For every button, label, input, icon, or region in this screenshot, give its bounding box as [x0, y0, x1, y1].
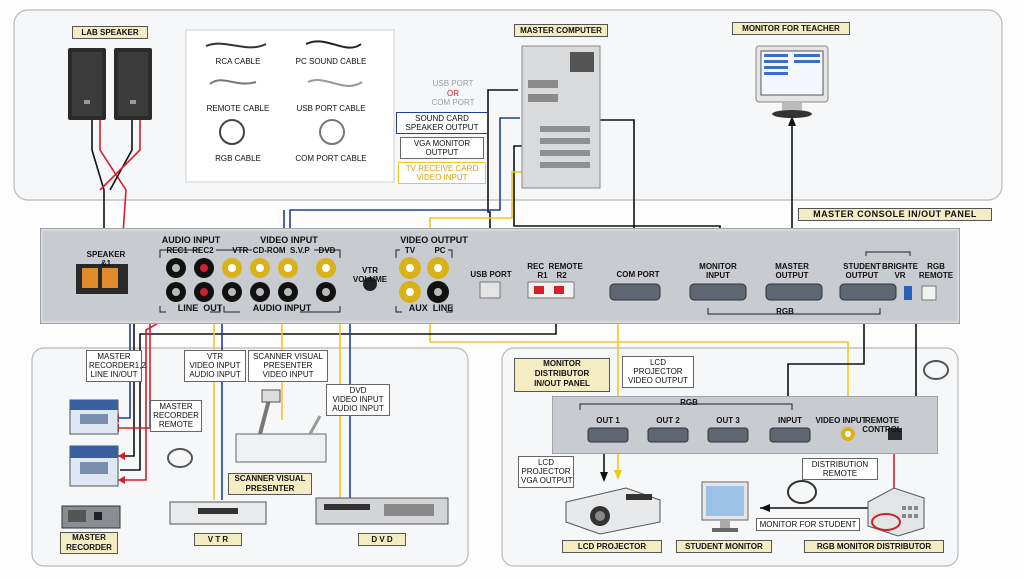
recorder-2-icon [69, 445, 119, 487]
recorder-1-icon [69, 399, 119, 435]
rgb-monitor-distributor-icon [867, 487, 925, 537]
console-student-output: STUDENT OUTPUT [843, 262, 881, 280]
master-computer-tag: MASTER COMPUTER [514, 24, 608, 37]
lab-speaker-icon [68, 48, 152, 120]
master-computer-icon [521, 45, 601, 189]
distributor-rgb-label: RGB [680, 398, 698, 407]
vtr-io-callout: VTR VIDEO INPUT AUDIO INPUT [184, 350, 246, 382]
lcd-projector-icon [565, 487, 661, 535]
com-port-cable-icon [319, 119, 345, 145]
rgb-cable-icon [219, 119, 245, 145]
console-vtr-cd-svp: VTR CD-ROM S.V.P [232, 246, 310, 255]
rgb-cable-coil-icon [787, 480, 817, 504]
console-video-input: VIDEO INPUT [260, 235, 318, 245]
console-rgb: RGB [776, 307, 794, 316]
monitor-for-teacher-tag: MONITOR FOR TEACHER [732, 22, 850, 35]
student-monitor-tag: STUDENT MONITOR [676, 540, 772, 553]
remote-cable-coil-icon-2 [923, 360, 949, 380]
cable-label-remote: REMOTE CABLE [206, 104, 270, 113]
rgb-monitor-distributor-tag: RGB MONITOR DISTRIBUTOR [804, 540, 944, 553]
master-console-panel-tag: MASTER CONSOLE IN/OUT PANEL [798, 208, 992, 221]
lcd-projector-tag: LCD PROJECTOR [562, 540, 662, 553]
cable-label-com: COM PORT CABLE [295, 154, 367, 163]
console-rgb-remote: RGB REMOTE [918, 262, 954, 280]
usb-port-cable-icon [307, 79, 363, 87]
lcd-projector-video-callout: LCD PROJECTOR VIDEO OUTPUT [622, 356, 694, 388]
computer-or: OR [447, 89, 459, 98]
distributor-input: INPUT [778, 416, 802, 425]
monitor-for-student-callout: MONITOR FOR STUDENT [756, 518, 860, 531]
computer-vga-monitor: VGA MONITOR OUTPUT [400, 137, 484, 159]
master-console-panel [40, 228, 960, 324]
console-rec-remote: REC REMOTE [527, 262, 583, 271]
distributor-panel [552, 396, 938, 454]
vtr-tag: V T R [194, 533, 242, 546]
distribution-remote-callout: DISTRIBUTION REMOTE [802, 458, 878, 480]
speaker-wire-black-2 [109, 120, 133, 191]
rca-cable-icon [205, 42, 267, 49]
scanner-visual-presenter-icon [235, 389, 327, 463]
console-monitor-input: MONITOR INPUT [699, 262, 737, 280]
master-recorder-tag: MASTER RECORDER [60, 532, 118, 554]
distributor-remote-control: REMOTE CONTROL [862, 416, 902, 434]
teacher-monitor-icon [755, 45, 829, 118]
cable-label-rca: RCA CABLE [215, 57, 261, 66]
console-bright-vr: BRIGHTE VR [882, 262, 918, 280]
remote-cable-icon [209, 79, 257, 85]
console-tv: TV [404, 246, 416, 255]
distributor-out2: OUT 2 [656, 416, 680, 425]
console-master-output: MASTER OUTPUT [775, 262, 809, 280]
console-usb-port: USB PORT [470, 270, 512, 279]
lcd-projector-vga-callout: LCD PROJECTOR VGA OUTPUT [518, 456, 574, 488]
distributor-out1: OUT 1 [596, 416, 620, 425]
console-speaker-label: SPEAKER &1 [86, 250, 126, 268]
remote-cable-coil-icon [167, 448, 193, 468]
console-r1-r2: R1 R2 [537, 271, 567, 280]
student-monitor-icon [701, 481, 749, 532]
console-video-output: VIDEO OUTPUT [400, 235, 468, 245]
cable-label-pc-sound: PC SOUND CABLE [295, 57, 367, 66]
speaker-wire-red-2 [99, 120, 141, 191]
svp-io-callout: SCANNER VISUAL PRESENTER VIDEO INPUT [248, 350, 328, 382]
computer-tv-receive: TV RECEIVE CARD VIDEO INPUT [398, 162, 486, 184]
dvd-icon [315, 497, 449, 525]
console-pc: PC [434, 246, 446, 255]
computer-usb-port: USB PORT [432, 79, 474, 88]
computer-sound-card: SOUND CARD SPEAKER OUTPUT [396, 112, 488, 134]
console-line-out: LINE OUT [177, 303, 223, 313]
dvd-tag: D V D [358, 533, 406, 546]
console-aux-line: AUX LINE [408, 303, 454, 313]
master-recorder-line-callout: MASTER RECORDER1,2 LINE IN/OUT [86, 350, 146, 382]
cable-legend-icons [205, 40, 363, 145]
console-dvd: DVD [318, 246, 336, 255]
console-vtr-volume: VTR VOLUME [352, 266, 388, 284]
monitor-distributor-panel-tag: MONITOR DISTRIBUTOR IN/OUT PANEL [514, 358, 610, 392]
console-com-port: COM PORT [616, 270, 660, 279]
lab-speaker-tag: LAB SPEAKER [72, 26, 148, 39]
computer-com-port: COM PORT [431, 98, 475, 107]
rca-jacks [166, 257, 449, 303]
cable-label-rgb: RGB CABLE [215, 154, 261, 163]
console-rec-label: REC1 REC2 [166, 246, 214, 255]
vtr-icon [169, 501, 267, 525]
console-audio-input-bottom: AUDIO INPUT [252, 303, 312, 313]
master-recorder-remote-callout: MASTER RECORDER REMOTE [150, 400, 202, 432]
svp-tag: SCANNER VISUAL PRESENTER [228, 473, 312, 495]
dvd-io-callout: DVD VIDEO INPUT AUDIO INPUT [326, 384, 390, 416]
distributor-out3: OUT 3 [716, 416, 740, 425]
distributor-video-input: VIDEO INPUT [815, 416, 867, 425]
cable-label-usb: USB PORT CABLE [296, 104, 366, 113]
pc-sound-cable-icon [305, 40, 362, 49]
console-audio-input-top: AUDIO INPUT [161, 235, 221, 245]
master-recorder-icon [61, 505, 121, 529]
